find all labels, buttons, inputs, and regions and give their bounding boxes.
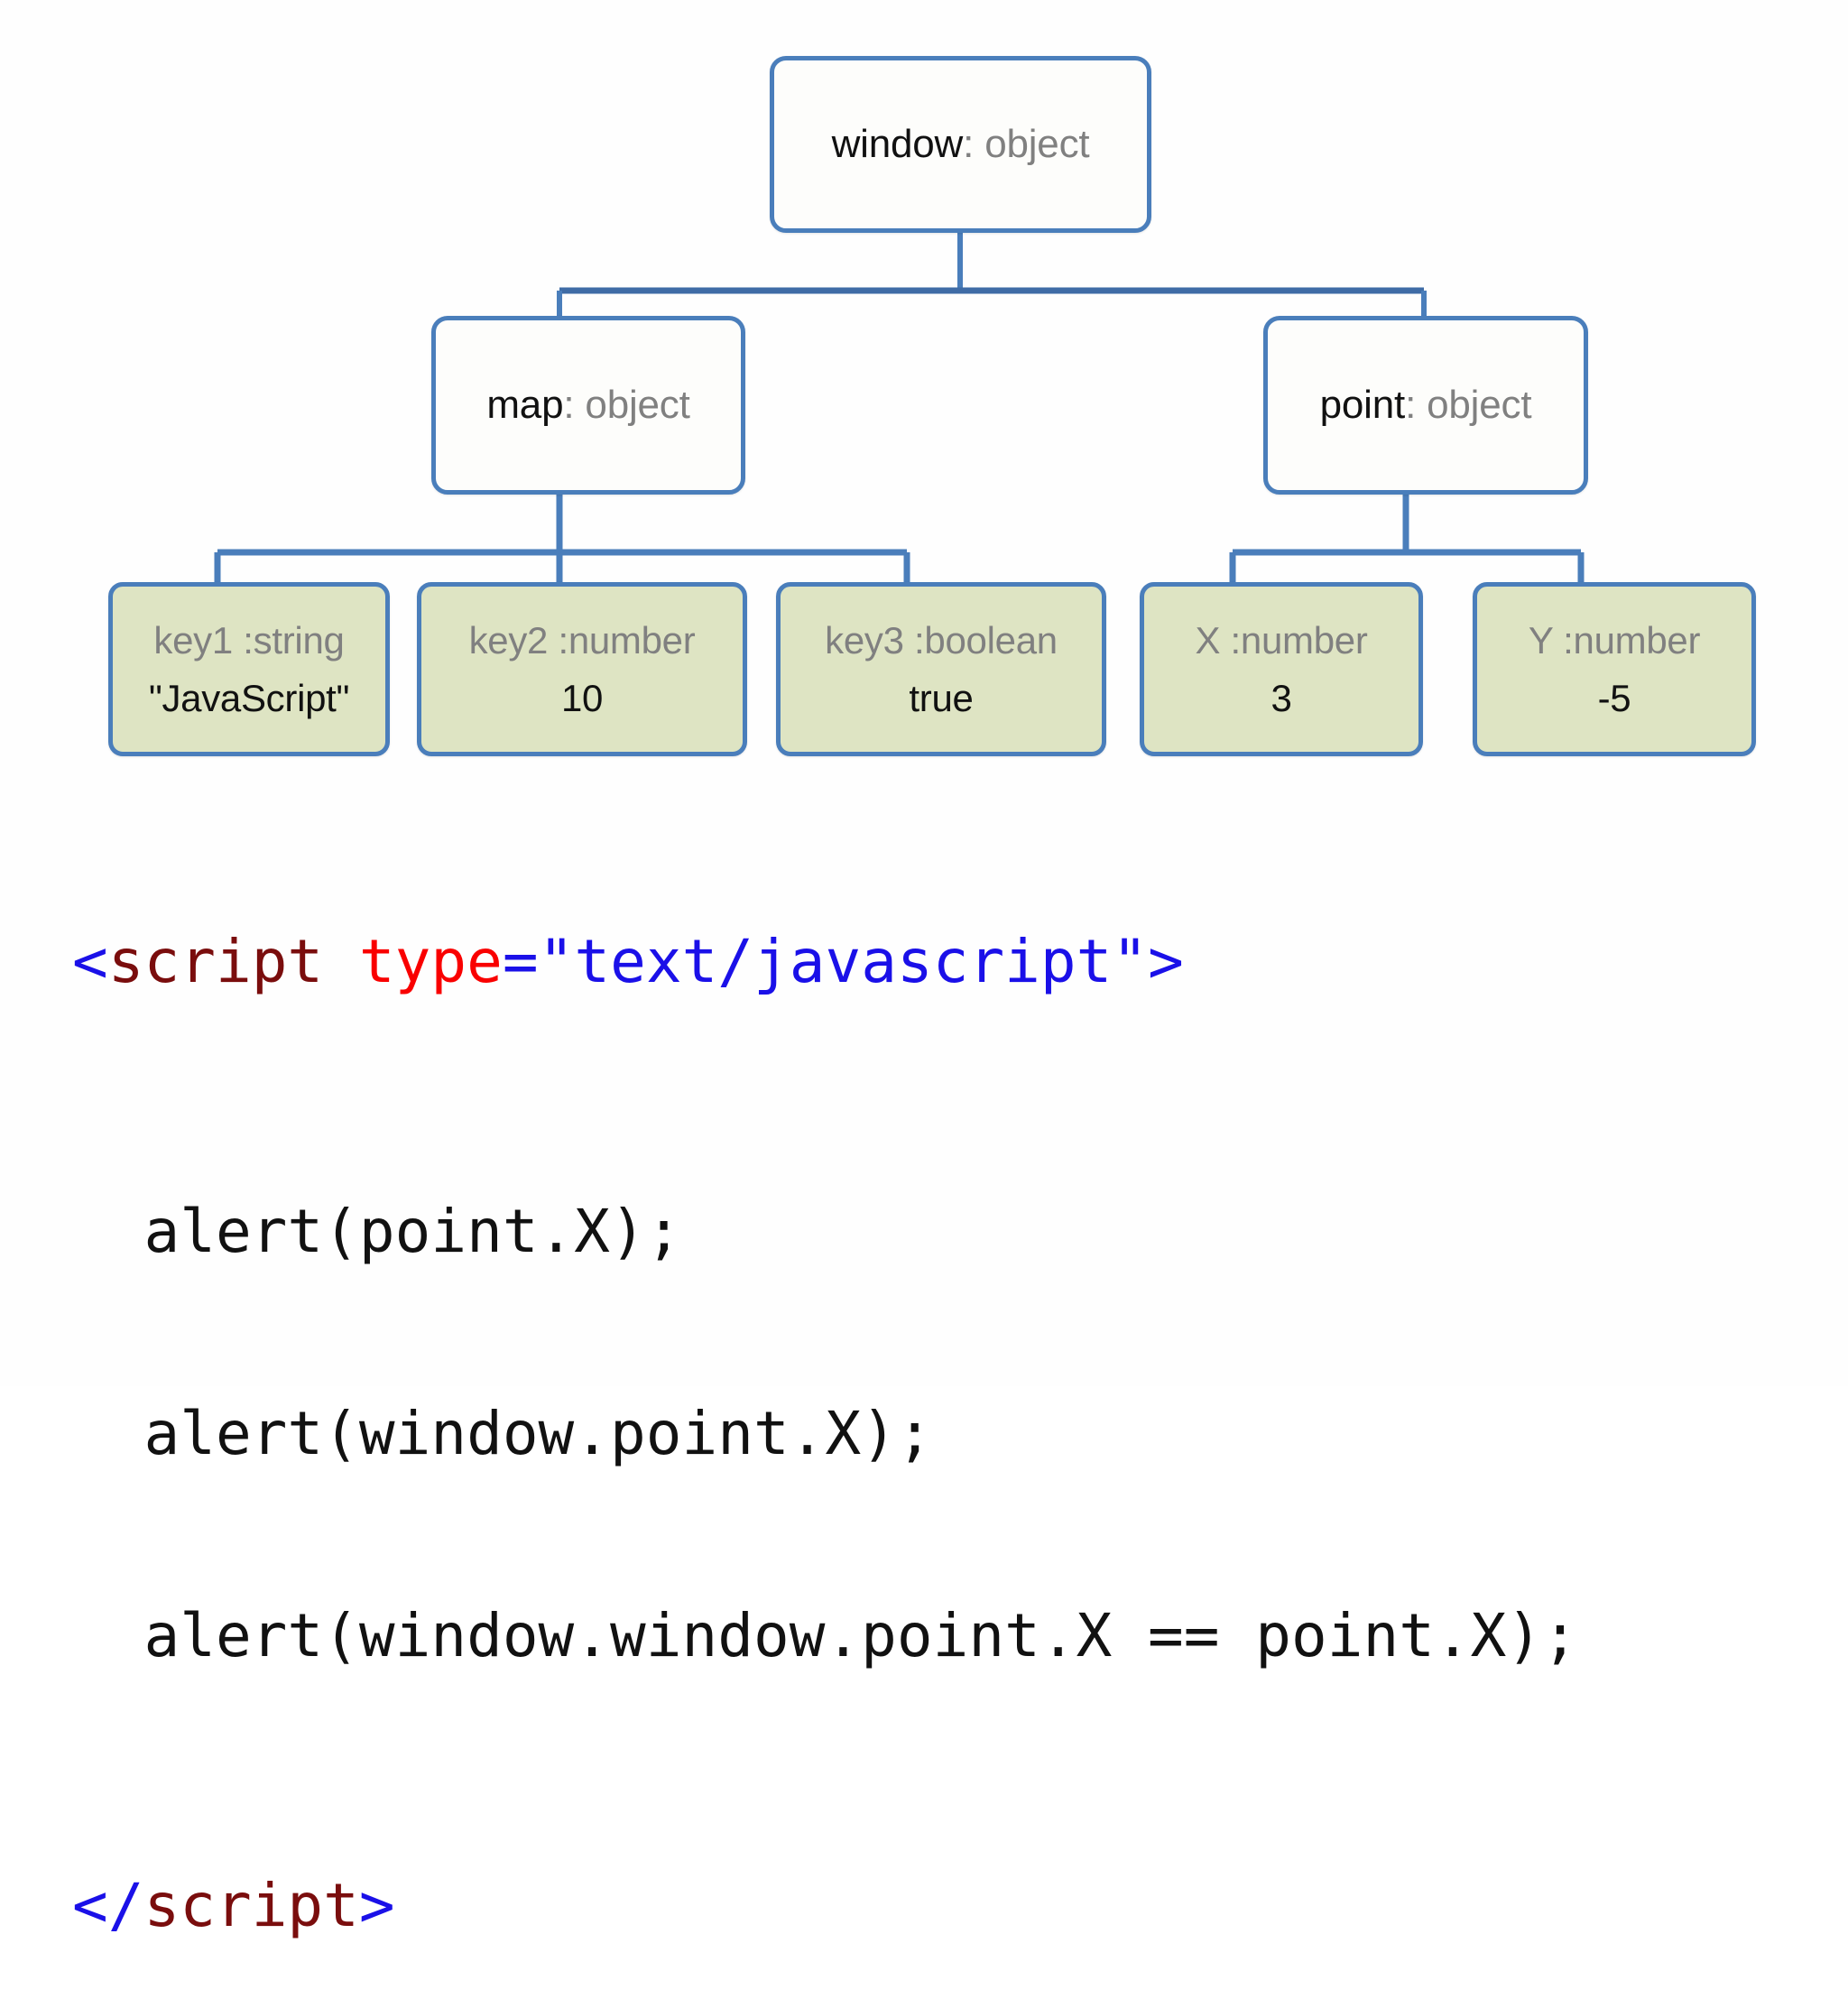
node-map-type: object — [585, 382, 690, 427]
close-tag-lt: </ — [72, 1870, 144, 1940]
node-key3[interactable]: key3 :boolean true — [776, 582, 1106, 756]
code-line-alert-1: alert(point.X); — [72, 1196, 682, 1266]
node-map[interactable]: map: object — [431, 316, 745, 495]
code-line-alert-2: alert(window.point.X); — [72, 1399, 933, 1469]
node-key1-value: "JavaScript" — [148, 676, 350, 719]
node-x-key: X :number — [1195, 618, 1368, 662]
open-tag-name: script — [107, 927, 324, 997]
node-key2[interactable]: key2 :number 10 — [417, 582, 747, 756]
object-tree-diagram: window: object map: object point: object… — [0, 0, 1848, 794]
node-y-value: -5 — [1597, 676, 1631, 719]
node-key2-value: 10 — [560, 676, 604, 719]
node-key3-key: key3 :boolean — [825, 618, 1058, 662]
node-y[interactable]: Y :number -5 — [1473, 582, 1756, 756]
node-map-separator: : — [563, 382, 575, 427]
node-key3-value: true — [909, 676, 974, 719]
open-tag-value: "text/javascript" — [538, 927, 1149, 997]
node-key1[interactable]: key1 :string "JavaScript" — [108, 582, 390, 756]
node-point[interactable]: point: object — [1263, 316, 1588, 495]
node-map-name: map — [486, 382, 564, 427]
node-map-title: map: object — [486, 384, 689, 426]
node-y-key: Y :number — [1528, 618, 1701, 662]
close-tag-gt: > — [358, 1870, 395, 1940]
node-key1-key: key1 :string — [153, 618, 345, 662]
node-window-name: window — [831, 121, 964, 166]
node-window-type: object — [984, 121, 1090, 166]
open-tag-attr: type — [358, 927, 503, 997]
open-tag-eq: = — [502, 927, 539, 997]
node-window-separator: : — [963, 121, 975, 166]
open-tag-gt: > — [1148, 927, 1184, 997]
code-line-alert-3: alert(window.window.point.X == point.X); — [72, 1601, 1578, 1671]
node-window[interactable]: window: object — [770, 56, 1151, 233]
open-tag-lt: < — [72, 927, 108, 997]
node-point-title: point: object — [1320, 384, 1532, 426]
node-x[interactable]: X :number 3 — [1140, 582, 1423, 756]
node-window-title: window: object — [831, 121, 1090, 166]
code-line-close-tag: </script> — [72, 1870, 1823, 1940]
node-key2-key: key2 :number — [468, 618, 696, 662]
open-tag-space — [323, 927, 359, 996]
node-point-name: point — [1319, 382, 1406, 427]
close-tag-name: script — [143, 1870, 359, 1940]
code-line-open-tag: <script type="text/javascript"> — [72, 927, 1823, 997]
node-x-value: 3 — [1270, 676, 1292, 719]
node-point-separator: : — [1405, 382, 1417, 427]
node-point-type: object — [1427, 382, 1532, 427]
code-block: <script type="text/javascript"> alert(po… — [72, 794, 1823, 2008]
